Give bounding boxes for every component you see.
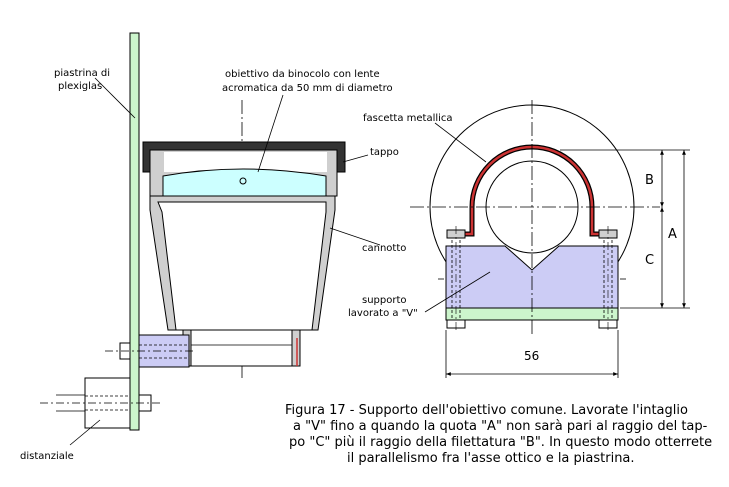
caption-line-2: a "V" fino a quando la quota "A" non sar… xyxy=(293,419,708,434)
lens-center xyxy=(239,177,247,185)
dim-label-B: B xyxy=(645,173,654,188)
dim-label-A: A xyxy=(668,227,677,242)
cannotto-inner xyxy=(157,201,327,331)
label-distanziale: distanziale xyxy=(20,451,74,462)
dim-label-width: 56 xyxy=(524,349,539,363)
label-tappo: tappo xyxy=(370,147,399,158)
label-supporto-2: lavorato a "V" xyxy=(348,308,418,319)
caption-line-4: il parallelismo fra l'asse ottico e la p… xyxy=(347,451,635,466)
label-piastrina-2: plexiglas xyxy=(58,81,102,92)
lens xyxy=(162,168,327,197)
label-obiettivo-1: obiettivo da binocolo con lente xyxy=(225,69,380,80)
label-supporto-1: supporto xyxy=(362,295,407,306)
piastrina-plate[interactable] xyxy=(129,32,140,431)
front-view xyxy=(410,100,690,378)
caption-line-1: Figura 17 - Supporto dell'obiettivo comu… xyxy=(285,403,688,418)
side-view xyxy=(40,32,381,446)
label-piastrina-1: piastrina di xyxy=(54,68,110,79)
cannotto-thread xyxy=(189,329,299,367)
label-obiettivo-2: acromatica da 50 mm di diametro xyxy=(222,83,393,94)
label-fascetta: fascetta metallica xyxy=(363,113,453,124)
caption-line-3: po "C" più il raggio della filettatura "… xyxy=(289,435,712,450)
dim-label-C: C xyxy=(645,253,654,268)
label-cannotto: cannotto xyxy=(362,243,406,254)
